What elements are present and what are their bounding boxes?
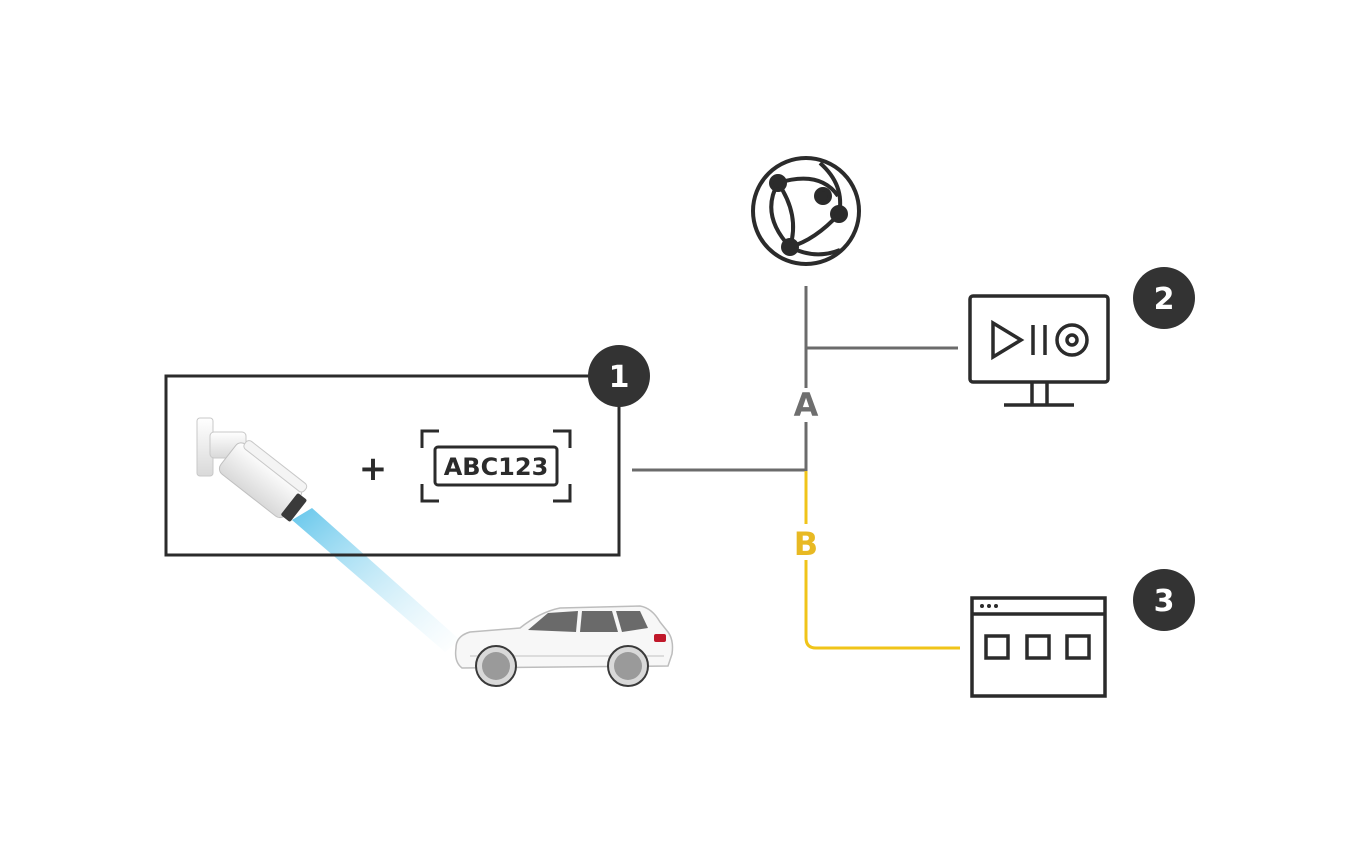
device-box	[164, 374, 621, 557]
connection-lines	[632, 286, 960, 650]
license-plate-icon	[420, 429, 572, 503]
globe-network-icon	[751, 156, 861, 266]
plus-sign: +	[359, 449, 388, 489]
monitor-media-icon	[968, 294, 1110, 407]
camera-icon	[196, 417, 308, 522]
callout-1: 1	[588, 345, 650, 407]
connection-label-b: B	[794, 525, 818, 563]
svg-text:2: 2	[1154, 282, 1175, 317]
connection-label-a: A	[794, 386, 819, 424]
plate-text: ABC123	[444, 453, 549, 481]
svg-text:1: 1	[609, 360, 630, 395]
browser-window-icon	[970, 596, 1107, 698]
callout-3: 3	[1133, 569, 1195, 631]
car-icon	[454, 605, 674, 687]
camera-beam	[292, 508, 460, 652]
callout-2: 2	[1133, 267, 1195, 329]
svg-text:3: 3	[1154, 584, 1175, 619]
